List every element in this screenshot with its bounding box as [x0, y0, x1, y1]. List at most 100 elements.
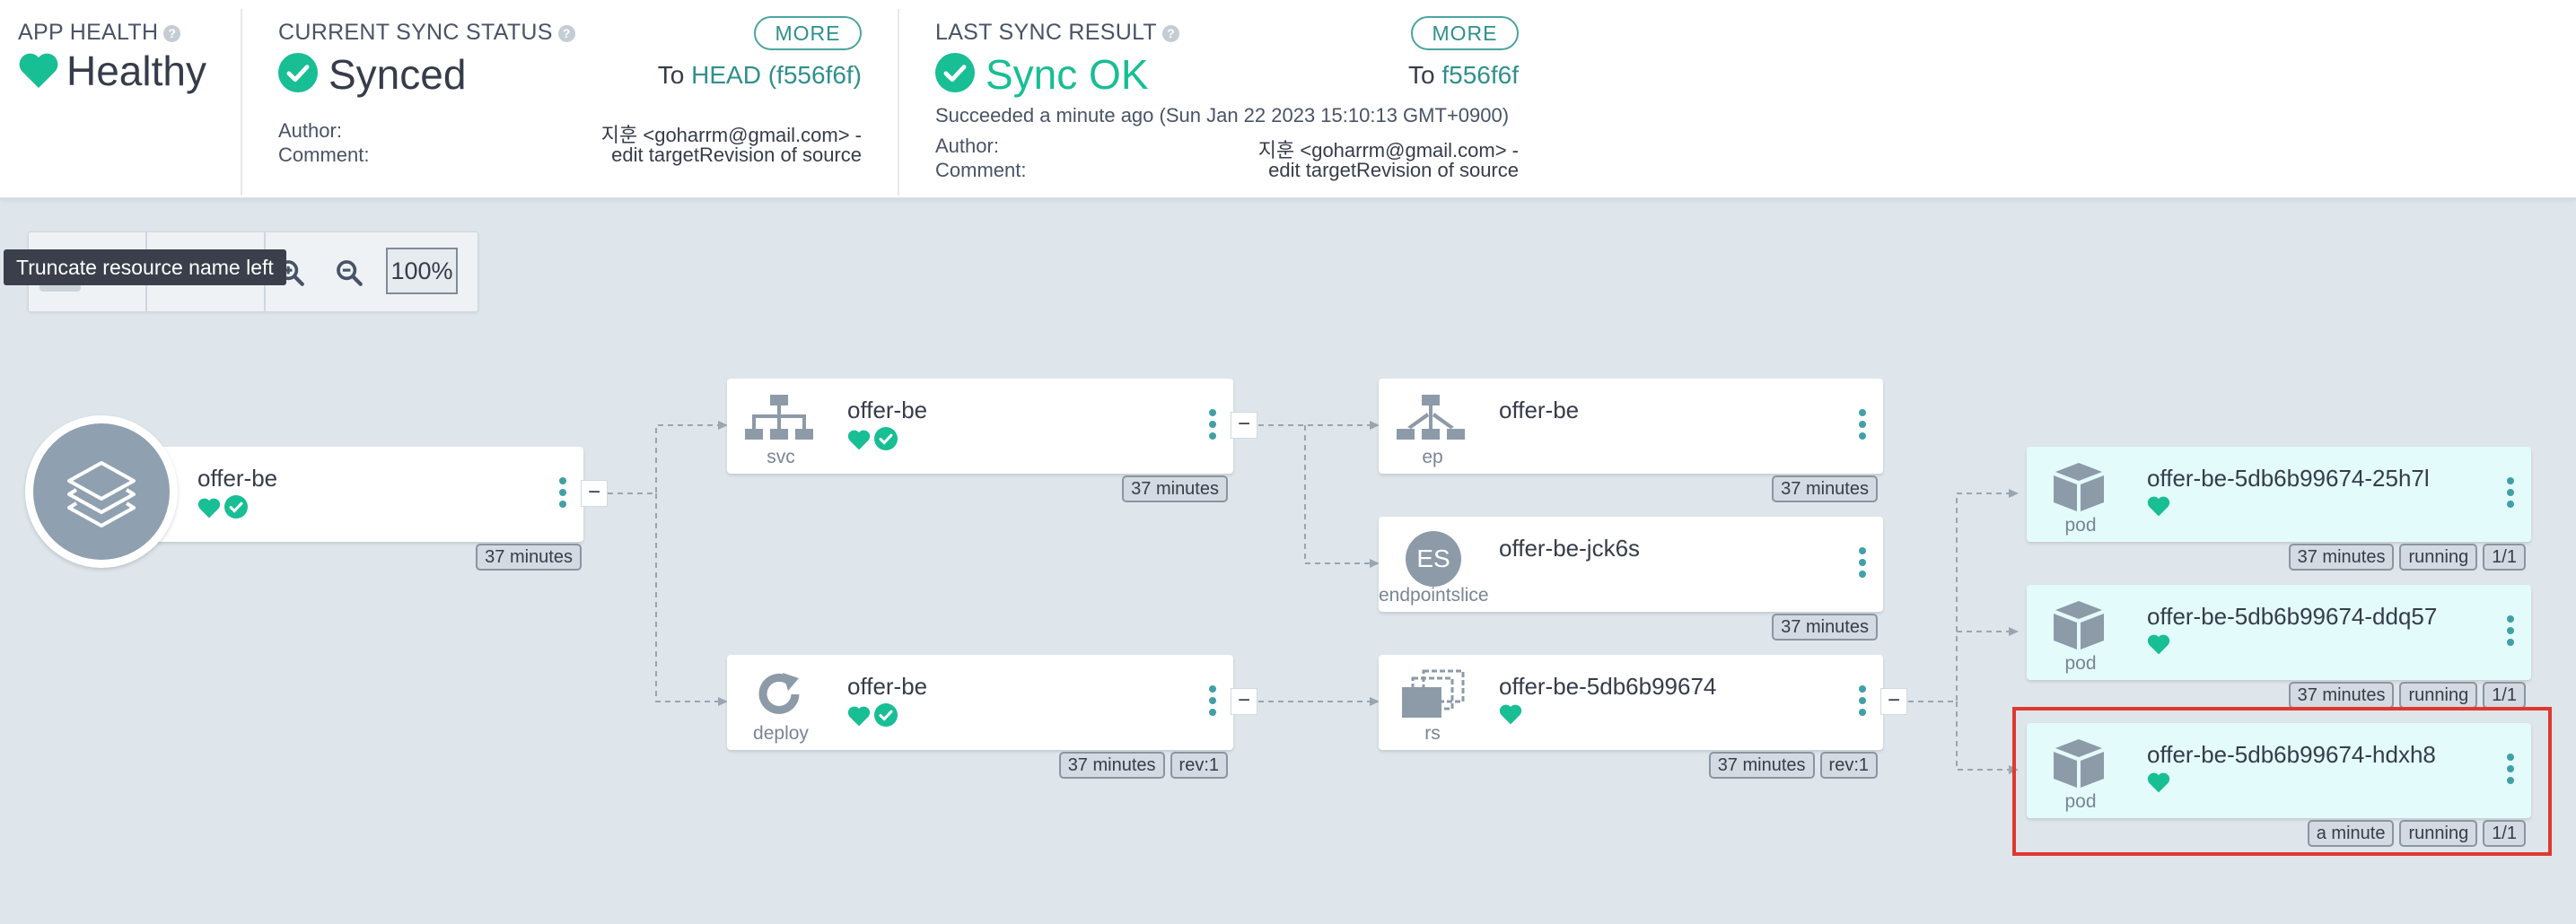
node-tags: 37 minutes: [1772, 475, 1878, 502]
node-kind: svc: [767, 447, 795, 467]
current-sync-title: CURRENT SYNC STATUS?: [278, 20, 575, 46]
node-kind: pod: [2064, 515, 2097, 536]
comment-label: Comment:: [935, 159, 1027, 181]
app-health-status: Healthy: [18, 47, 206, 95]
node-menu-button[interactable]: [1858, 409, 1867, 445]
author-label: Author:: [278, 119, 342, 142]
check-circle-icon: [874, 427, 898, 450]
node-kind: rs: [1424, 723, 1441, 744]
node-name: offer-be-5db6b99674-hdxh8: [2147, 741, 2436, 768]
collapse-button[interactable]: −: [1231, 688, 1257, 715]
author-value: 지훈 <goharrm@gmail.com> -: [1257, 139, 1519, 161]
deploy-icon: [758, 673, 800, 714]
last-sync-revision: To f556f6f: [1408, 61, 1519, 89]
heart-icon: [847, 430, 871, 450]
collapse-button[interactable]: −: [1880, 688, 1907, 715]
check-circle-icon: [935, 53, 975, 92]
ep-node[interactable]: ep offer-be 37 minutes: [1379, 379, 1883, 502]
rs-node[interactable]: rs offer-be-5db6b99674 37 minutes rev:1: [1379, 655, 1883, 779]
node-kind: pod: [2064, 791, 2097, 812]
heart-icon: [19, 53, 58, 88]
current-sync-revision: To HEAD (f556f6f): [657, 61, 862, 89]
node-tags: 37 minutes: [1122, 475, 1228, 502]
svc-node[interactable]: svc offer-be 37 minutes: [727, 379, 1233, 502]
node-name: offer-be: [847, 673, 928, 700]
node-tags: 37 minutes: [476, 544, 582, 571]
zoom-out-icon[interactable]: [334, 257, 364, 288]
collapse-button[interactable]: −: [581, 480, 608, 507]
check-circle-icon: [874, 703, 898, 727]
comment-value: edit targetRevision of source: [1268, 159, 1519, 181]
layers-icon: [67, 461, 136, 527]
current-sync-status: Synced: [278, 50, 466, 99]
last-sync-title: LAST SYNC RESULT?: [935, 20, 1179, 46]
heart-icon: [1499, 704, 1522, 725]
node-menu-button[interactable]: [2506, 615, 2515, 651]
tag: 1/1: [2483, 682, 2526, 709]
last-sync-more-button[interactable]: MORE: [1411, 16, 1519, 50]
node-name: offer-be-5db6b99674-25h7l: [2147, 465, 2430, 492]
node-name: offer-be-jck6s: [1499, 535, 1641, 562]
node-tags: 37 minutes rev:1: [1708, 752, 1878, 779]
current-sync-more-button[interactable]: MORE: [754, 16, 862, 50]
heart-icon: [197, 498, 221, 519]
node-status: [197, 495, 249, 519]
node-tags: 37 minutes running 1/1: [2288, 544, 2526, 571]
revision-link[interactable]: HEAD (f556f6f): [691, 61, 862, 89]
pod-icon: [2054, 601, 2104, 649]
tag: 37 minutes: [1708, 752, 1815, 779]
app-health-panel: APP HEALTH? Healthy: [0, 0, 241, 199]
node-status: [2147, 495, 2170, 519]
tag: 37 minutes: [2288, 544, 2395, 571]
status-bar: APP HEALTH? Healthy CURRENT SYNC STATUS?…: [0, 0, 2576, 199]
current-sync-panel: CURRENT SYNC STATUS? MORE Synced To HEAD…: [242, 0, 898, 199]
node-menu-button[interactable]: [1208, 685, 1217, 721]
node-tags: 37 minutes: [1772, 614, 1878, 641]
tooltip: Truncate resource name left: [4, 249, 286, 285]
tag: 37 minutes: [2288, 682, 2395, 709]
heart-icon: [2147, 496, 2170, 517]
pod-icon: [2054, 739, 2104, 788]
node-name: offer-be: [1499, 397, 1580, 423]
node-menu-button[interactable]: [1858, 685, 1867, 721]
help-icon[interactable]: ?: [1162, 25, 1179, 42]
pod-node[interactable]: pod offer-be-5db6b99674-hdxh8 a minute r…: [2027, 723, 2531, 847]
tag: 37 minutes: [1772, 614, 1878, 641]
revision-link[interactable]: f556f6f: [1441, 61, 1519, 89]
divider: [898, 9, 899, 196]
app-node[interactable]: offer-be 37 minutes: [135, 447, 583, 571]
replicaset-icon: [1402, 669, 1465, 718]
help-icon[interactable]: ?: [557, 25, 575, 42]
heart-icon: [2147, 772, 2170, 793]
tag: running: [2399, 682, 2478, 709]
collapse-button[interactable]: −: [1231, 412, 1257, 439]
node-menu-button[interactable]: [2506, 477, 2515, 513]
pod-node[interactable]: pod offer-be-5db6b99674-ddq57 37 minutes…: [2027, 585, 2531, 709]
author-label: Author:: [935, 135, 999, 157]
node-menu-button[interactable]: [2506, 754, 2515, 789]
help-icon[interactable]: ?: [163, 25, 181, 42]
pod-icon: [2054, 463, 2104, 511]
tag: 37 minutes: [1122, 475, 1228, 502]
node-menu-button[interactable]: [1208, 409, 1217, 445]
last-sync-succeeded: Succeeded a minute ago (Sun Jan 22 2023 …: [935, 104, 1510, 126]
check-circle-icon: [278, 53, 318, 92]
node-kind: ep: [1422, 447, 1443, 467]
node-status: [847, 703, 898, 727]
node-tags: 37 minutes running 1/1: [2288, 682, 2526, 709]
last-sync-panel: LAST SYNC RESULT? MORE Sync OK To f556f6…: [899, 0, 1555, 199]
author-value: 지훈 <goharrm@gmail.com> -: [600, 124, 862, 146]
node-name: offer-be-5db6b99674: [1499, 673, 1717, 700]
app-icon[interactable]: [25, 415, 178, 568]
comment-label: Comment:: [278, 144, 370, 166]
endpointslice-node[interactable]: ES endpointslice offer-be-jck6s 37 minut…: [1379, 517, 1883, 641]
node-tags: a minute running 1/1: [2307, 820, 2526, 847]
node-menu-button[interactable]: [558, 477, 567, 513]
service-icon: [745, 395, 813, 440]
tag: running: [2399, 544, 2478, 571]
node-menu-button[interactable]: [1858, 547, 1867, 583]
pod-node[interactable]: pod offer-be-5db6b99674-25h7l 37 minutes…: [2027, 447, 2531, 571]
deploy-node[interactable]: deploy offer-be 37 minutes rev:1: [727, 655, 1233, 779]
tag: 1/1: [2483, 820, 2526, 847]
